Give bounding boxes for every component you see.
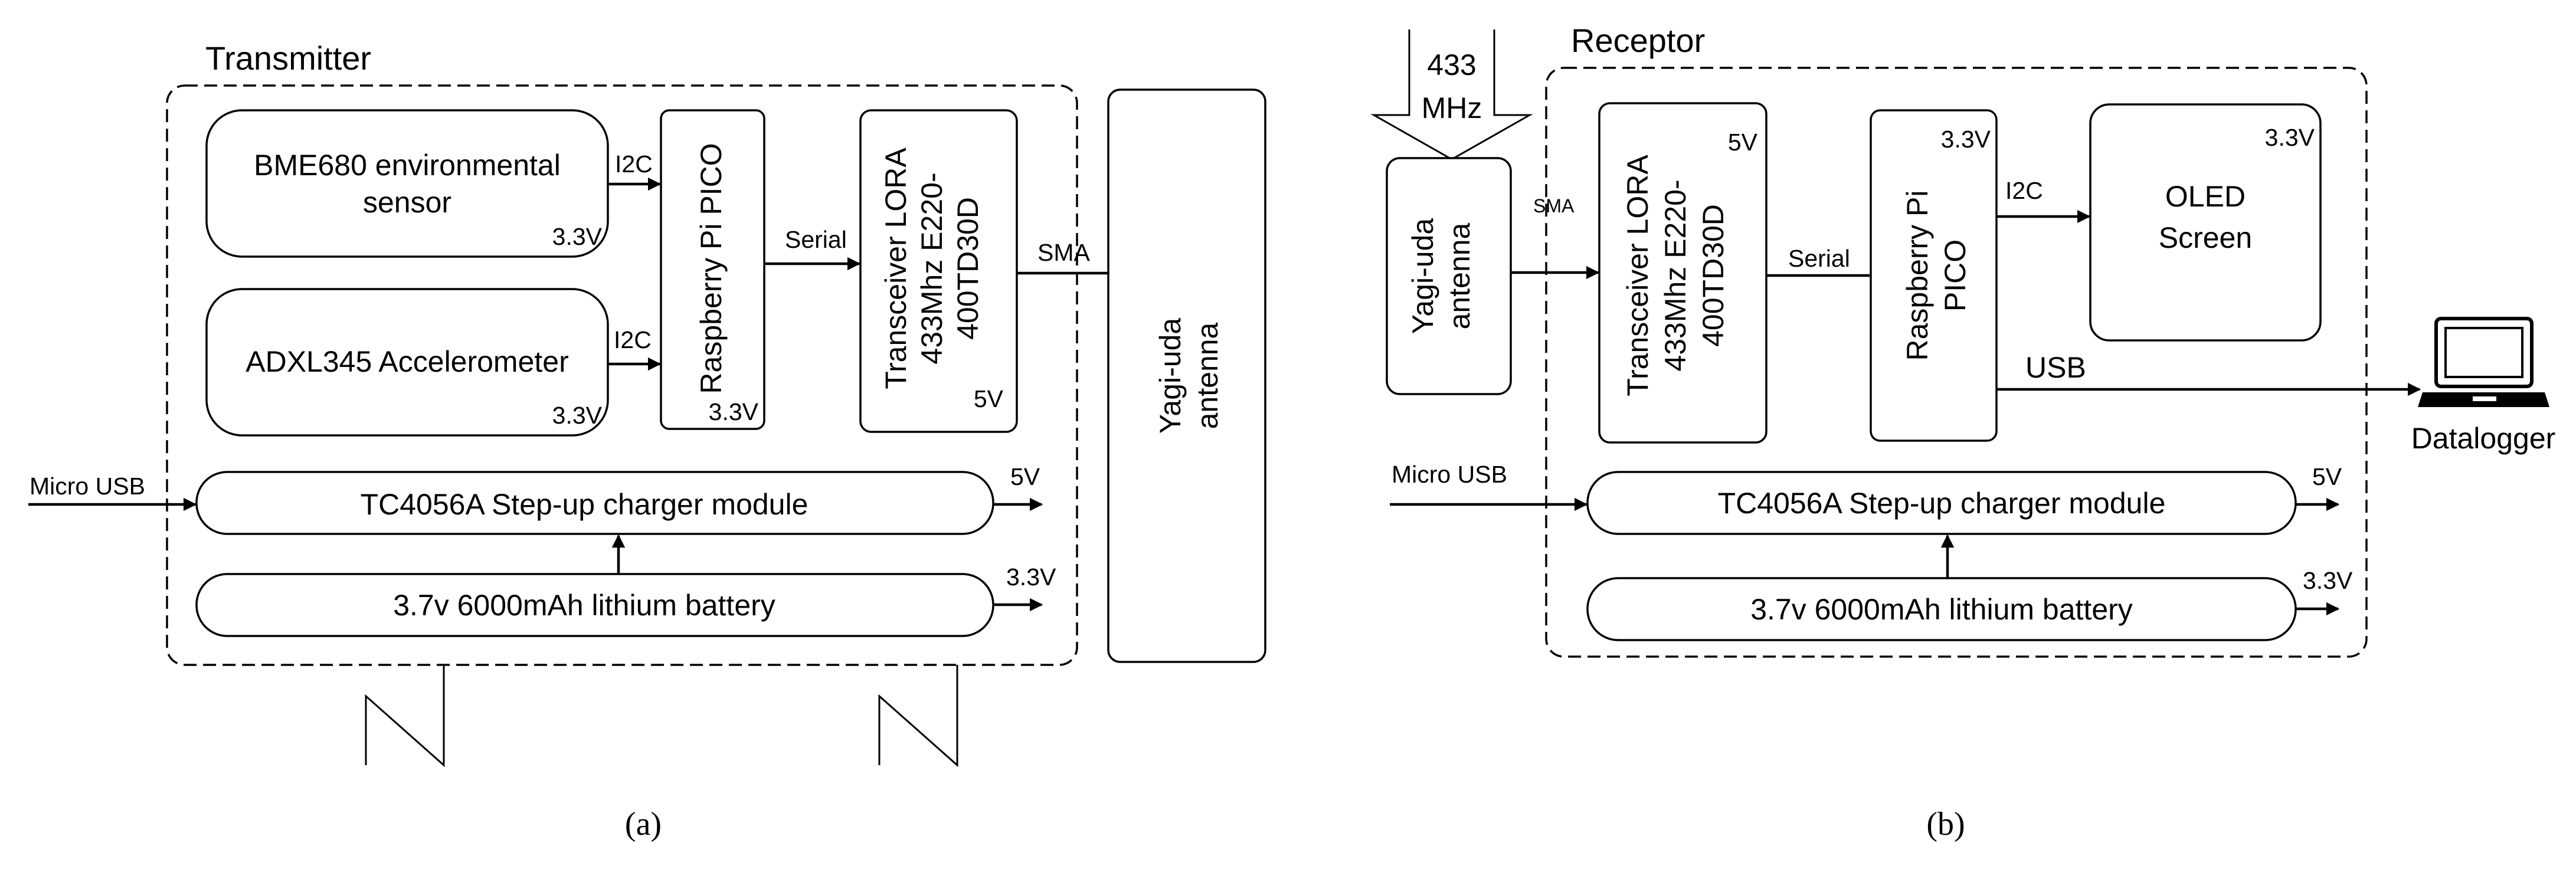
- panel-transmitter: Transmitter BME680 environmental sensor …: [28, 40, 1266, 842]
- pico-label-line1-receptor: Raspberry Pi: [1901, 191, 1934, 361]
- caption-b: (b): [1926, 806, 1965, 842]
- oled-voltage: 3.3V: [2265, 124, 2315, 151]
- oled-label-line2: Screen: [2159, 221, 2252, 254]
- pico-label-transmitter: Raspberry Pi PICO: [695, 143, 728, 393]
- sma-label-receptor: SMA: [1533, 195, 1575, 217]
- lora-voltage-transmitter: 5V: [974, 385, 1004, 412]
- battery-block-transmitter: 3.7v 6000mAh lithium battery: [195, 573, 994, 637]
- lora-label-line3-transmitter: 400TD30D: [951, 197, 984, 340]
- receptor-title: Receptor: [1571, 22, 1705, 59]
- lora-label-line2-transmitter: 433Mhz E220-: [915, 172, 948, 364]
- lora-transceiver-block-receptor: Transceiver LORA 433Mhz E220- 400TD30D 5…: [1598, 102, 1767, 444]
- pico-label-line2-receptor: PICO: [1939, 240, 1972, 311]
- i2c-label-bme680: I2C: [615, 150, 653, 178]
- micro-usb-label-receptor: Micro USB: [1392, 461, 1507, 488]
- transmitter-title: Transmitter: [205, 40, 371, 77]
- battery-label-receptor: 3.7v 6000mAh lithium battery: [1750, 593, 2133, 626]
- signal-frequency-line2: MHz: [1422, 91, 1482, 124]
- sma-label-transmitter: SMA: [1037, 239, 1091, 266]
- pico-voltage-transmitter: 3.3V: [709, 398, 759, 425]
- transmitter-enclosure: [166, 84, 1078, 666]
- mounting-bracket-left: [365, 665, 445, 768]
- bme680-voltage: 3.3V: [552, 223, 603, 250]
- receptor-enclosure: [1545, 67, 2368, 658]
- battery-label-transmitter: 3.7v 6000mAh lithium battery: [393, 589, 775, 622]
- charger-module-block-transmitter: TC4056A Step-up charger module: [195, 471, 994, 535]
- antenna-label-line1-receptor: Yagi-uda: [1406, 218, 1439, 335]
- serial-label-transmitter: Serial: [785, 226, 847, 253]
- oled-screen-block: OLED Screen 3.3V: [2089, 103, 2322, 342]
- incoming-signal-arrow: 433 MHz: [1370, 29, 1533, 160]
- 5v-out-label-receptor: 5V: [2312, 463, 2342, 490]
- mounting-bracket-right: [878, 665, 958, 768]
- bme680-sensor-block: BME680 environmental sensor 3.3V: [205, 109, 609, 258]
- battery-block-receptor: 3.7v 6000mAh lithium battery: [1586, 577, 2297, 641]
- adxl345-label: ADXL345 Accelerometer: [246, 345, 569, 378]
- adxl345-voltage: 3.3V: [552, 402, 603, 429]
- antenna-label-line1-transmitter: Yagi-uda: [1154, 318, 1187, 434]
- yagi-antenna-block-transmitter: Yagi-uda antenna: [1107, 88, 1266, 663]
- serial-label-receptor: Serial: [1788, 245, 1850, 272]
- 5v-out-label-transmitter: 5V: [1010, 463, 1040, 490]
- lora-label-line3-receptor: 400TD30D: [1697, 204, 1730, 347]
- datalogger-label: Datalogger: [2411, 422, 2556, 455]
- charger-label-transmitter: TC4056A Step-up charger module: [361, 488, 809, 521]
- lora-label-line1-transmitter: Transceiver LORA: [879, 147, 912, 389]
- bme680-label-line1: BME680 environmental: [254, 149, 561, 182]
- lora-label-line2-receptor: 433Mhz E220-: [1659, 179, 1692, 371]
- i2c-label-oled: I2C: [2005, 177, 2043, 204]
- panel-receptor: Receptor 433 MHz Yagi-uda antenna Transc…: [1370, 22, 2556, 842]
- charger-module-block-receptor: TC4056A Step-up charger module: [1586, 471, 2297, 535]
- lora-transceiver-block-transmitter: Transceiver LORA 433Mhz E220- 400TD30D 5…: [859, 109, 1018, 433]
- lora-label-line1-receptor: Transceiver LORA: [1621, 155, 1654, 396]
- bme680-label-line2: sensor: [363, 186, 451, 219]
- lora-voltage-receptor: 5V: [1728, 129, 1758, 156]
- adxl345-accelerometer-block: ADXL345 Accelerometer 3.3V: [205, 288, 609, 437]
- pico-voltage-receptor: 3.3V: [1941, 126, 1991, 153]
- laptop-icon: [2418, 317, 2549, 407]
- antenna-label-line2-transmitter: antenna: [1191, 322, 1224, 429]
- 3v3-out-label-transmitter: 3.3V: [1006, 563, 1056, 591]
- micro-usb-label-transmitter: Micro USB: [30, 473, 145, 500]
- i2c-label-adxl345: I2C: [614, 326, 652, 353]
- yagi-antenna-block-receptor: Yagi-uda antenna: [1386, 157, 1512, 395]
- oled-label-line1: OLED: [2165, 180, 2246, 213]
- charger-label-receptor: TC4056A Step-up charger module: [1718, 487, 2166, 520]
- caption-a: (a): [625, 806, 662, 842]
- pico-block-transmitter: Raspberry Pi PICO 3.3V: [660, 109, 765, 430]
- 3v3-out-label-receptor: 3.3V: [2303, 567, 2353, 594]
- usb-label: USB: [2025, 351, 2086, 384]
- pico-block-receptor: Raspberry Pi PICO 3.3V: [1870, 109, 1998, 442]
- antenna-label-line2-receptor: antenna: [1443, 222, 1476, 329]
- signal-frequency-line1: 433: [1427, 48, 1476, 81]
